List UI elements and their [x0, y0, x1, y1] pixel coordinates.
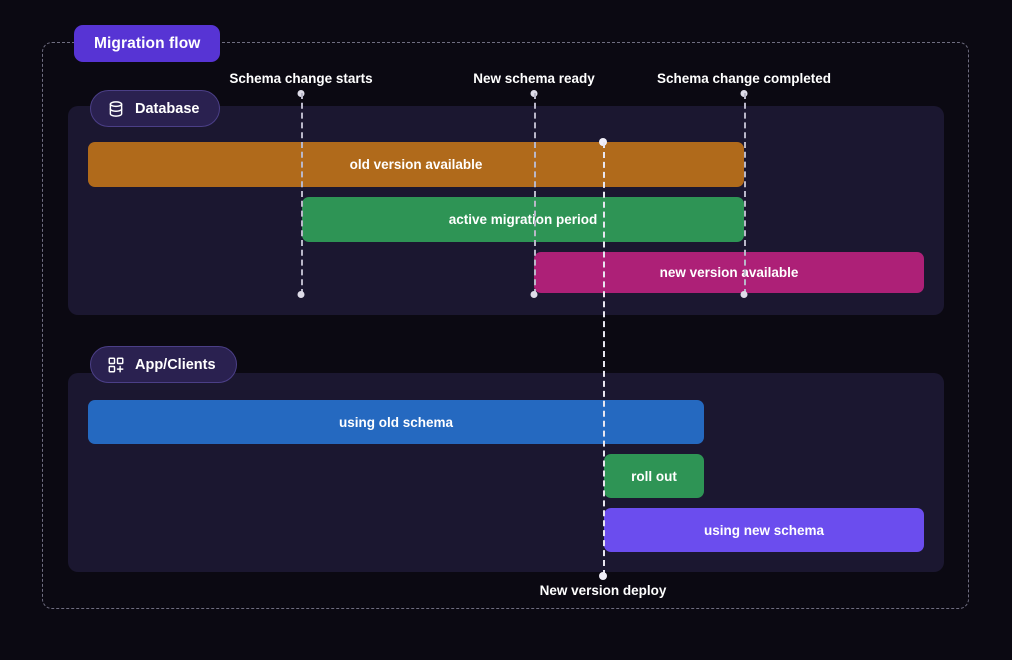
bar-label-roll-out: roll out	[631, 468, 677, 484]
lane-badge-apps[interactable]: App/Clients	[90, 346, 237, 383]
bar-using-old-schema: using old schema	[88, 400, 704, 444]
flow-title-badge: Migration flow	[74, 25, 221, 62]
milestone-line	[744, 93, 746, 295]
milestone-dot-bottom	[297, 291, 305, 298]
milestone-label-new-schema-ready: New schema ready	[473, 71, 595, 86]
milestone-dot-bottom	[530, 291, 538, 298]
milestone-line	[301, 93, 303, 295]
bar-using-new-schema: using new schema	[604, 508, 924, 552]
bar-label-using-old-schema: using old schema	[338, 414, 454, 430]
bar-active-migration-period: active migration period	[302, 197, 744, 242]
milestone-line	[534, 93, 536, 295]
app-grid-plus-icon	[107, 356, 125, 374]
milestone-label-schema-change-starts: Schema change starts	[229, 71, 373, 86]
lane-badge-database[interactable]: Database	[90, 90, 221, 127]
milestone-label-schema-change-completed: Schema change completed	[656, 71, 832, 86]
diagram-frame	[42, 42, 969, 609]
lane-badge-label-database: Database	[135, 100, 200, 117]
lane-badge-label-apps: App/Clients	[135, 356, 216, 373]
flow-title-label: Migration flow	[94, 34, 201, 52]
bar-label-using-new-schema: using new schema	[703, 522, 825, 538]
bar-label-old-version-available: old version available	[349, 157, 483, 172]
milestone-dot-bottom	[740, 291, 748, 298]
deploy-dot-bottom	[599, 572, 607, 580]
deploy-marker-label: New version deploy	[539, 583, 667, 598]
bar-roll-out: roll out	[604, 454, 704, 498]
bar-new-version-available: new version available	[534, 252, 924, 293]
deploy-line	[603, 142, 605, 576]
database-icon	[107, 100, 125, 118]
bar-label-active-migration-period: active migration period	[448, 212, 598, 227]
bar-old-version-available: old version available	[88, 142, 744, 187]
bar-label-new-version-available: new version available	[659, 265, 799, 280]
